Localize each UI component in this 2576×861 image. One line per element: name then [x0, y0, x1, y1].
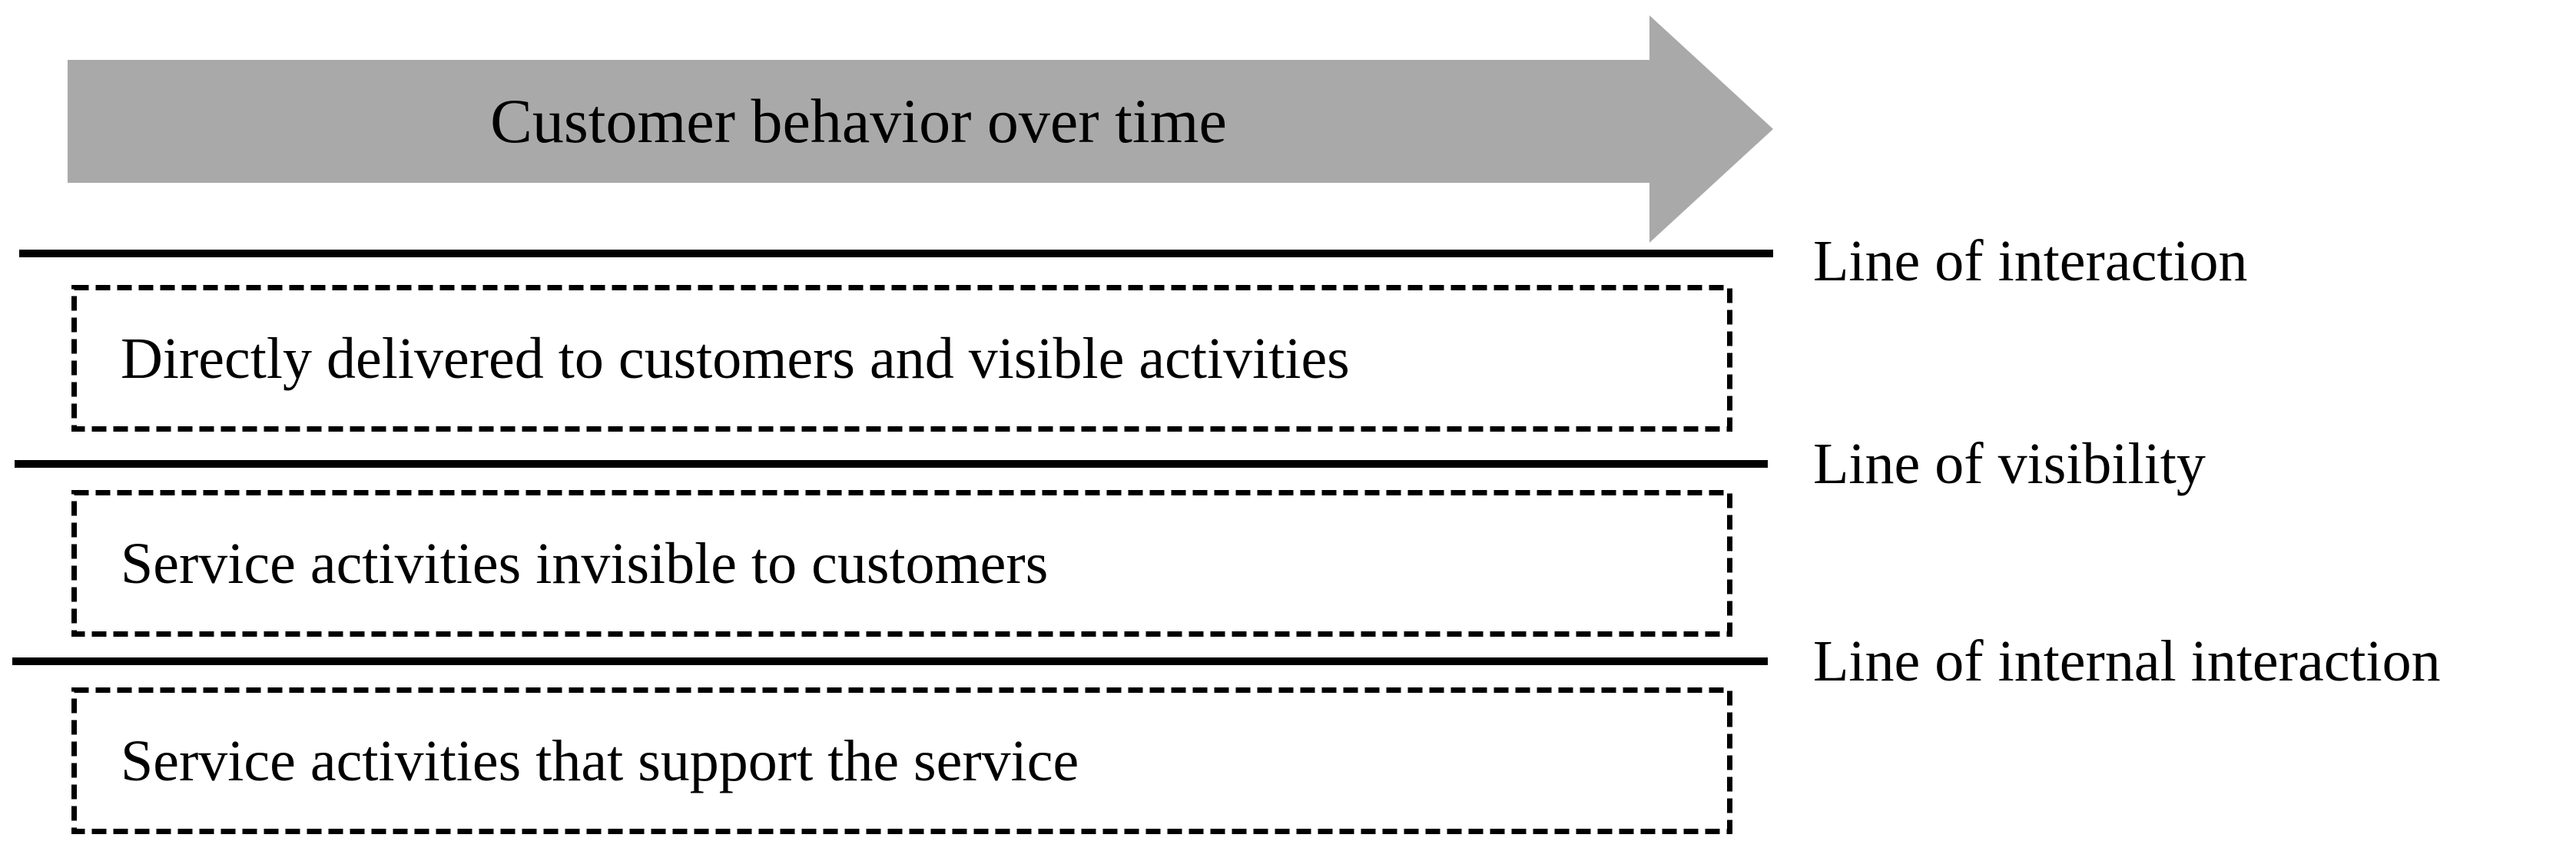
line-of-interaction-label: Line of interaction [1813, 229, 2248, 293]
back-stage-band-border [71, 490, 1732, 637]
customer-behavior-arrow-shape [68, 15, 1773, 243]
line-of-visibility-label: Line of visibility [1813, 432, 2206, 496]
front-stage-band-border [71, 285, 1732, 432]
customer-behavior-arrow-label: Customer behavior over time [490, 86, 1227, 156]
support-band-border [71, 687, 1732, 834]
band-support-activities-label: Service activities that support the serv… [121, 728, 1079, 793]
band-visible-activities-label: Directly delivered to customers and visi… [121, 326, 1350, 391]
line-of-internal-interaction-label: Line of internal interaction [1813, 629, 2441, 694]
band-invisible-activities-label: Service activities invisible to customer… [121, 531, 1049, 596]
